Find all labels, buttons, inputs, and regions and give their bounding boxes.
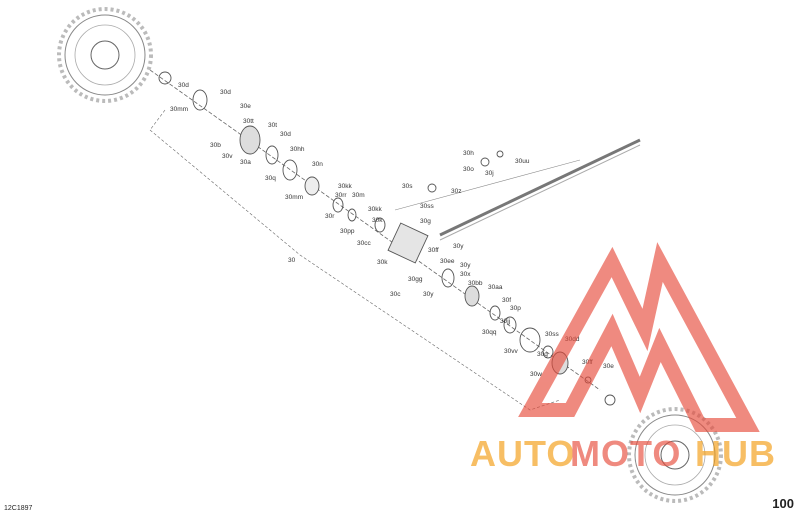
callout: 30ss [420,203,434,210]
callout: 30e [240,103,251,110]
callout: 30pp [340,228,355,235]
callout: 30a [240,159,251,166]
logo-mark-icon [518,242,760,432]
callout: 30t [268,122,277,129]
callout: 30y [423,291,434,298]
logo-text-auto: AUTO [470,433,575,474]
part-pinion [427,183,437,193]
callout: 30z [451,188,461,195]
wheel-top-left [57,7,153,103]
drive-shaft [439,138,641,237]
callout: 30tt [243,118,254,125]
part-ring-pp [374,217,386,233]
callout: 30uu [515,158,530,165]
part-uu [496,150,504,158]
callout: 30f [502,297,511,304]
diagram-parts [158,71,616,406]
callout: 30v [222,153,233,160]
callout: 30w [530,371,542,378]
callout: 30g [420,218,431,225]
part-h [480,157,490,167]
part-bb [464,285,480,307]
callout: 30q [265,175,276,182]
part-f [489,305,501,321]
callout: 30p [510,305,521,312]
callout: 30r [325,213,335,220]
callout: 30gg [408,276,423,283]
logo-text-moto: MOTO [570,433,681,474]
assembly-label: 30 [288,257,296,264]
callout: 30rr [335,192,347,199]
callout: 30aa [488,284,503,291]
callout: 30y [453,243,464,250]
part-flange [192,89,208,111]
wheel-bottom-right [627,407,723,503]
assembly-bracket-line [149,109,561,411]
part-ring-r [347,208,357,222]
callout: 30qq [482,329,497,336]
part-gear-a [239,125,261,155]
callout: 30y [460,262,471,269]
shaft-guide-line [394,159,581,211]
callout: 30g [537,351,548,358]
callout: 30k [377,259,388,266]
callout: 30k [372,217,383,224]
diagram-code: 12C1897 [4,505,33,512]
callout: 30b [210,142,221,149]
callout: 30hh [290,146,305,153]
callout: 30jj [500,318,510,325]
drive-shaft-edge [439,144,641,241]
callout: 30e [603,363,614,370]
watermark-logo: AUTO MOTO HUB [470,242,776,474]
part-housing [387,222,429,264]
callout: 30mm [170,106,188,113]
part-bearing [304,176,320,196]
callout: 30d [178,82,189,89]
callout: 30j [485,170,494,177]
callout: 30bb [468,280,483,287]
callout: 30ee [440,258,455,265]
logo-text-hub: HUB [695,433,776,474]
part-seal [265,145,279,165]
callout: 30o [463,166,474,173]
part-gg [441,268,455,288]
part-g [542,345,554,359]
callout: 30h [463,150,474,157]
callout: 30m [352,192,365,199]
explode-axis [149,69,601,391]
callout: 30kk [338,183,352,190]
callout: 30cc [357,240,371,247]
page-number: 100 [772,496,794,511]
callout: 30s [402,183,413,190]
callout: 30ss [545,331,559,338]
callout: 30n [312,161,323,168]
callout: 30d [220,89,231,96]
part-hub [158,71,172,85]
part-oring [519,327,541,353]
part-ring-rr [332,197,344,213]
part-e [604,394,616,406]
callout: 30c [390,291,401,298]
callout: 30kk [368,206,382,213]
callout: 30x [460,271,471,278]
part-ring-n [282,159,298,181]
callout: 30ff [428,247,439,254]
part-jj [503,316,517,334]
callout: 30d [280,131,291,138]
callout: 30vv [504,348,518,355]
callout: 30mm [285,194,303,201]
callout-labels: 30d 30d 30mm 30e 30tt 30t 30d 30b 30v 30… [170,82,614,378]
